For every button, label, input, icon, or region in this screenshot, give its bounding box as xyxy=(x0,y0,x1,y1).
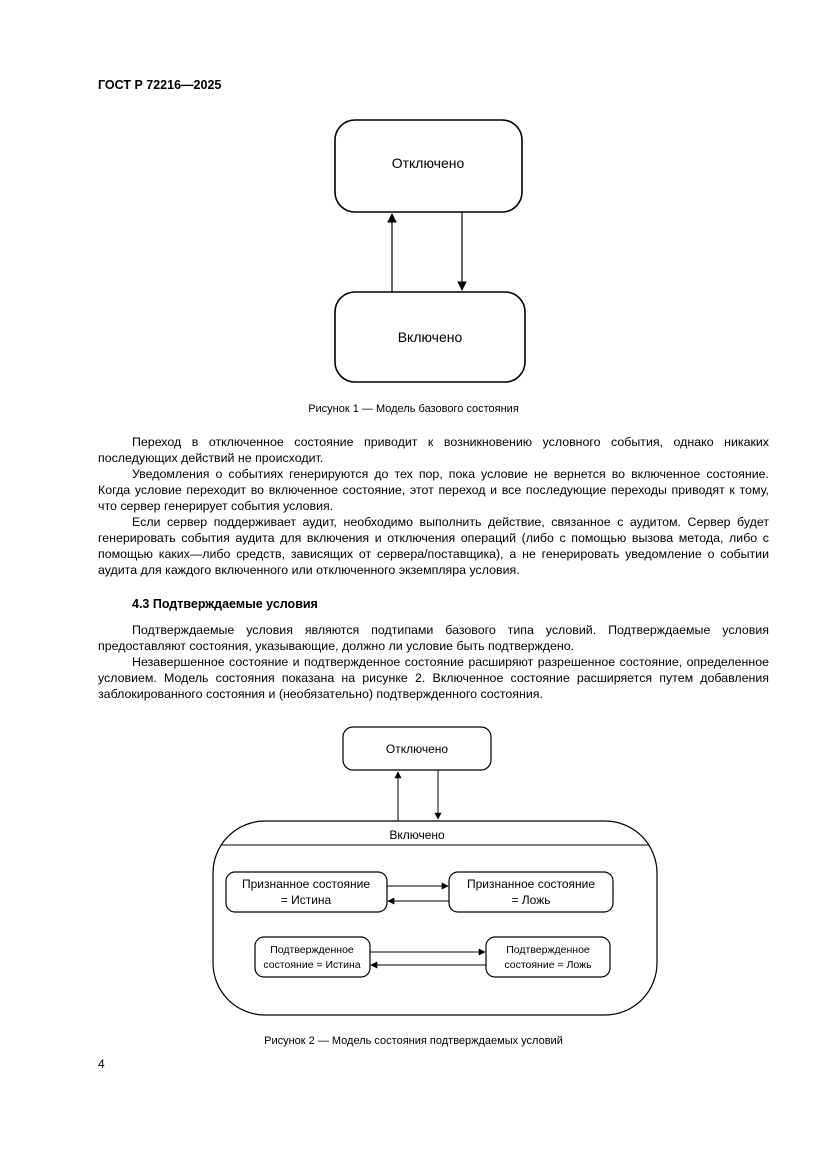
acked-true-label-line2: = Истина xyxy=(281,893,332,907)
state-disabled-label: Отключено xyxy=(392,155,465,171)
paragraph: Переход в отключенное состояние приводит… xyxy=(98,435,769,465)
confirmed-false-label-line1: Подтвержденное xyxy=(506,944,590,956)
state-disabled-box xyxy=(342,726,492,771)
confirmed-true-label-line2: состояние = Истина xyxy=(263,959,360,971)
state-enabled-label: Включено xyxy=(389,828,445,842)
acked-false-label-line1: Признанное состояние xyxy=(467,877,595,891)
figure2-diagram: Отключено Включено Признанное состояние … xyxy=(212,726,658,1016)
figure1-caption: Рисунок 1 — Модель базового состояния xyxy=(308,403,519,415)
paragraph: Уведомления о событиях генерируются до т… xyxy=(98,467,769,513)
acked-true-box xyxy=(225,871,388,913)
page-number: 4 xyxy=(98,1057,105,1071)
body-text-block-2: Подтверждаемые условия являются подтипам… xyxy=(98,622,769,702)
state-enabled-box xyxy=(334,291,526,383)
acked-false-box xyxy=(448,871,614,913)
paragraph: Незавершенное состояние и подтвержденное… xyxy=(98,655,769,701)
paragraph: Если сервер поддерживает аудит, необходи… xyxy=(98,515,769,577)
acked-false-label-line2: = Ложь xyxy=(511,893,550,907)
confirmed-false-label-line2: состояние = Ложь xyxy=(504,959,592,971)
body-text-block-1: Переход в отключенное состояние приводит… xyxy=(98,434,769,578)
state-disabled-label: Отключено xyxy=(386,742,449,756)
state-disabled-box xyxy=(334,119,523,213)
section-heading: 4.3 Подтверждаемые условия xyxy=(132,597,318,611)
confirmed-false-box xyxy=(485,936,611,978)
paragraph: Подтверждаемые условия являются подтипам… xyxy=(98,623,769,653)
confirmed-true-box xyxy=(254,936,371,978)
document-header: ГОСТ Р 72216—2025 xyxy=(98,78,222,92)
state-enabled-container xyxy=(212,820,658,1016)
figure2-caption: Рисунок 2 — Модель состояния подтверждае… xyxy=(264,1035,563,1047)
state-enabled-label: Включено xyxy=(398,329,463,345)
confirmed-true-label-line1: Подтвержденное xyxy=(270,944,354,956)
figure1-diagram: Отключено Включено xyxy=(334,119,526,383)
acked-true-label-line1: Признанное состояние xyxy=(242,877,370,891)
